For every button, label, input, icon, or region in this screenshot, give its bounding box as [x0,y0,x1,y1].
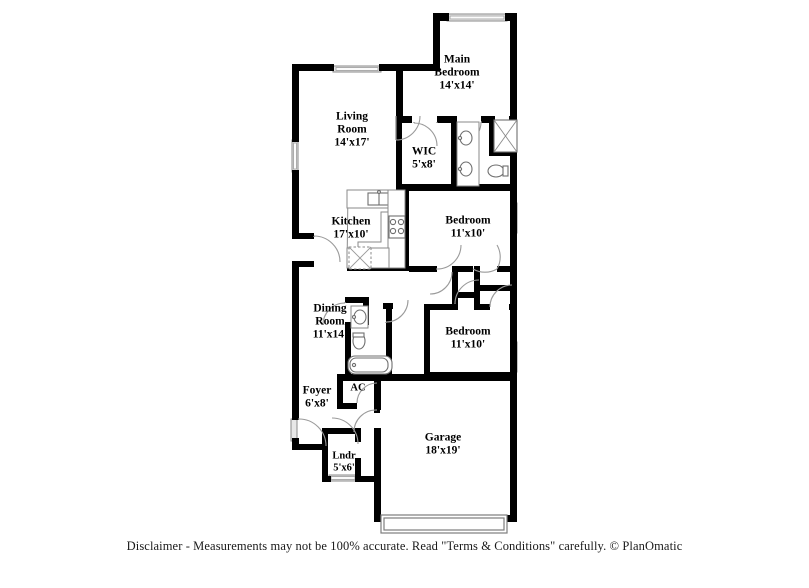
room-label-laundry: Lndr 5'x6' [332,450,356,473]
room-name-main-bedroom-line2: Bedroom [434,67,480,79]
room-label-living-room: Living Room 14'x17' [334,111,369,149]
door-linen-closet [472,244,501,273]
kitchen-fixtures [346,189,406,270]
vanity-sink-upper-icon [457,130,473,146]
room-name-bedroom-3: Bedroom [445,326,491,338]
door-bedroom-2 [436,244,462,270]
room-name-wic: WIC [412,146,436,158]
hall-bath-toilet-icon [352,332,366,350]
room-label-garage: Garage 18'x19' [425,432,461,457]
door-front-entry [298,418,327,447]
room-dims-bedroom-2: 11'x10' [451,228,486,240]
room-name-kitchen: Kitchen [332,216,372,228]
room-dims-living-room: 14'x17' [334,137,369,149]
room-dims-foyer: 6'x8' [305,398,329,410]
window-main-bedroom-north [446,13,508,22]
door-garage-entry [353,409,377,433]
door-ac-closet [356,382,378,404]
door-hall-closet-left [429,271,453,295]
main-bath-toilet-icon [487,164,509,178]
room-name-foyer: Foyer [303,385,332,397]
window-living-room-west [291,139,299,173]
room-label-dining-room: Dining Room 11'x14' [313,303,348,341]
room-label-wic: WIC 5'x8' [412,146,436,171]
room-name-dining-room-line2: Room [315,316,345,328]
window-foyer-west-door-opening [290,418,298,442]
room-label-bedroom-3: Bedroom 11'x10' [445,326,491,351]
door-bedroom-3 [454,279,480,305]
disclaimer-text: Disclaimer - Measurements may not be 100… [126,539,683,553]
room-name-bedroom-2: Bedroom [445,215,491,227]
room-name-living-room-line1: Living [336,111,368,123]
room-dims-main-bedroom: 14'x14' [439,80,474,92]
bathtub-icon [347,355,393,375]
door-dining-closet [322,302,346,326]
door-kitchen-exterior [313,235,341,263]
garage-overhead-door [380,514,508,534]
window-laundry-south [328,474,358,482]
room-name-ac-closet: AC [350,382,365,393]
door-wic [413,122,438,147]
room-dims-bedroom-3: 11'x10' [451,339,486,351]
room-name-main-bedroom-line1: Main [444,54,471,66]
range-icon [388,215,406,239]
room-name-laundry: Lndr [332,450,356,461]
door-bedroom-3-closet [489,284,513,308]
door-hall-bath [385,299,409,323]
room-labels: Main Bedroom 14'x14' Living Room 14'x17'… [303,54,491,474]
room-dims-laundry: 5'x6' [333,462,355,473]
vanity-sink-lower-icon [457,161,473,177]
door-laundry [331,417,359,445]
window-living-room-north [332,65,382,73]
room-dims-dining-room: 11'x14' [313,329,348,341]
dishwasher-icon [348,246,372,270]
room-dims-garage: 18'x19' [425,445,460,457]
door-group [298,115,513,447]
room-name-living-room-line2: Room [337,124,367,136]
shower-icon [493,119,518,153]
main-bath-fixtures [456,119,518,187]
room-dims-wic: 5'x8' [412,159,436,171]
door-main-bedroom [395,115,421,141]
kitchen-sink-icon [367,190,391,206]
hall-bath-fixtures [347,305,393,375]
room-label-foyer: Foyer 6'x8' [303,385,332,410]
room-dims-kitchen: 17'x10' [333,229,368,241]
room-label-main-bedroom: Main Bedroom 14'x14' [434,54,480,92]
room-label-kitchen: Kitchen 17'x10' [332,216,372,241]
room-name-garage: Garage [425,432,461,444]
room-label-ac-closet: AC [350,382,365,393]
room-label-bedroom-2: Bedroom 11'x10' [445,215,491,240]
room-name-dining-room-line1: Dining [313,303,346,315]
hall-bath-sink-icon [350,305,369,329]
